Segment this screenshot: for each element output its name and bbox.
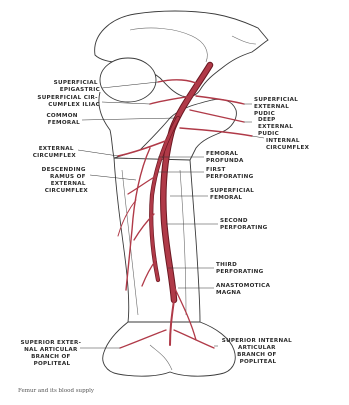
- label-deep-external-pudic: DEEP EXTERNAL PUDIC: [258, 117, 295, 137]
- label-descending-ramus: DESCENDING RAMUS OF EXTERNAL CIRCUMFLEX: [42, 167, 89, 194]
- leader-external-circumflex: [78, 150, 118, 156]
- label-second-perforating: SECOND PERFORATING: [220, 218, 268, 231]
- label-common-femoral: COMMON FEMORAL: [47, 113, 81, 126]
- label-external-circumflex: EXTERNAL CIRCUMFLEX: [33, 146, 77, 159]
- label-first-perforating: FIRST PERFORATING: [206, 167, 254, 180]
- label-superior-external-articular: SUPERIOR EXTER- NAL ARTICULAR BRANCH OF …: [20, 340, 83, 367]
- femoral-condyles: [103, 322, 235, 376]
- femoral-shaft: [114, 158, 200, 322]
- label-anastomotica-magna: ANASTOMOTICA MAGNA: [216, 283, 272, 296]
- label-superficial-epigastric: SUPERFICIAL EPIGASTRIC: [54, 80, 100, 93]
- label-superficial-external-pudic: SUPERFICIAL EXTERNAL PUDIC: [254, 97, 300, 117]
- femoral-head: [100, 58, 156, 102]
- figure-caption: Femur and its blood supply: [18, 388, 95, 394]
- label-internal-circumflex: INTERNAL CIRCUMFLEX: [266, 138, 310, 151]
- label-superficial-femoral: SUPERFICIAL FEMORAL: [210, 188, 256, 201]
- label-femoral-profunda: FEMORAL PROFUNDA: [206, 151, 244, 164]
- label-superficial-circumflex-iliac: SUPERFICIAL CIR- CUMFLEX ILIAC: [37, 95, 100, 108]
- label-third-perforating: THIRD PERFORATING: [216, 262, 264, 275]
